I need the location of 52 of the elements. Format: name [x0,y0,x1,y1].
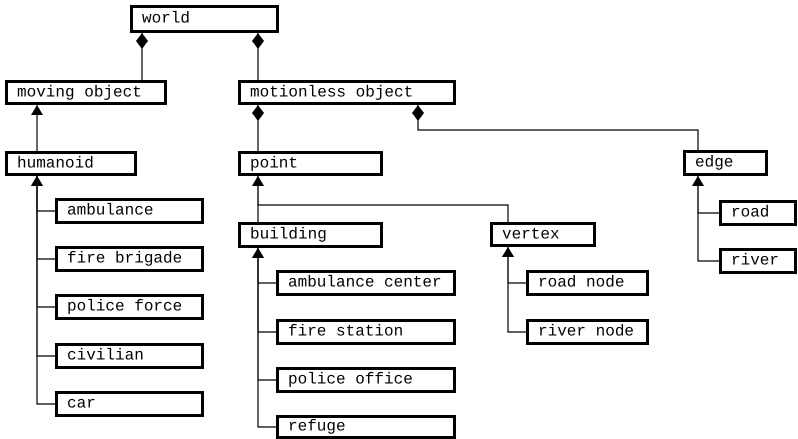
class-box [55,246,204,272]
class-box [719,200,797,226]
class-name: river node [538,322,634,341]
class-name: fire brigade [67,250,182,268]
class-box [526,319,649,345]
class-box [238,222,383,248]
class-box [130,5,279,33]
class-name: car [67,394,96,413]
composition-connector [412,105,699,150]
class-box [276,415,456,439]
class-box [55,198,204,224]
class-name: police office [288,370,413,389]
composition-connector [252,33,264,80]
class-box [719,248,797,274]
class-box [526,270,649,296]
class-name: civilian [67,346,144,365]
class-box [55,343,204,369]
inheritance-arrow [502,247,526,333]
class-box [5,80,167,105]
class-name: police force [67,298,182,316]
class-box [276,319,456,345]
class-name: moving object [17,83,142,102]
class-name: ambulance [67,202,154,220]
class-name: humanoid [17,154,94,172]
inheritance-arrow [692,176,719,262]
class-name: building [250,226,327,244]
class-box [238,151,383,176]
inheritance-arrow [252,248,276,428]
class-name: refuge [288,418,346,436]
composition-connector [136,33,148,80]
class-box [55,391,204,417]
class-name: point [250,154,298,172]
class-name: world [142,10,190,28]
class-name: motionless object [250,83,414,102]
inheritance-arrow [31,105,43,151]
class-name: river [731,252,780,270]
class-name: ambulance center [288,274,442,292]
inheritance-arrow [31,176,55,405]
class-box [238,80,456,105]
class-box [5,151,137,176]
class-box [683,150,768,176]
class-box [490,222,596,247]
composition-connector [252,105,264,151]
class-name: edge [695,154,734,172]
class-name: road node [538,274,624,292]
class-name: road [731,204,770,222]
class-name: fire station [288,322,404,341]
class-name: vertex [502,225,560,244]
class-box [55,294,204,320]
class-box [276,367,456,393]
class-box [276,270,456,296]
inheritance-arrow [252,176,509,222]
